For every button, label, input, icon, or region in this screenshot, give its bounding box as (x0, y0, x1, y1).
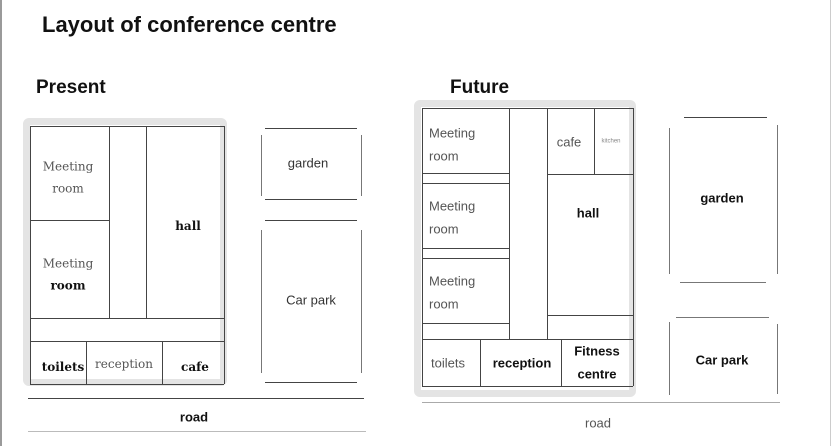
wall (146, 126, 147, 318)
wall (547, 315, 633, 316)
wall (422, 339, 633, 340)
wall (30, 126, 31, 384)
wall (422, 183, 509, 184)
present-car-park: Car park (286, 292, 336, 308)
label: Meeting (429, 198, 476, 214)
present-heading: Present (36, 77, 106, 98)
wall (86, 341, 87, 384)
car-park-boundary (265, 382, 357, 383)
road-edge (422, 402, 780, 403)
label: Fitness (574, 343, 620, 359)
future-meeting-room-3: Meeting room (429, 270, 475, 317)
wall (422, 248, 509, 249)
wall (422, 323, 509, 324)
label: room (52, 181, 84, 195)
wall (30, 126, 224, 127)
label: Meeting (42, 256, 94, 271)
wall (162, 341, 163, 384)
wall (422, 108, 633, 109)
garden-boundary (261, 135, 262, 196)
label: Meeting (429, 125, 476, 141)
label: room (429, 149, 459, 164)
car-park-boundary (261, 230, 262, 373)
future-road: road (584, 415, 612, 431)
wall (30, 220, 109, 221)
garden-boundary (777, 125, 778, 274)
wall (509, 108, 510, 339)
future-kitchen: kitchen (601, 138, 621, 145)
present-cafe: cafe (181, 360, 209, 375)
present-garden: garden (287, 155, 329, 171)
present-reception: reception (95, 357, 153, 372)
future-hall: hall (576, 205, 600, 221)
garden-boundary (265, 128, 357, 129)
garden-boundary (669, 128, 670, 274)
wall (594, 108, 595, 174)
present-building-outline (23, 118, 227, 386)
wall (30, 341, 224, 342)
road-edge (28, 398, 364, 399)
car-park-boundary (265, 220, 357, 221)
label: Meeting (42, 159, 94, 174)
diagram-title: Layout of conference centre (42, 12, 337, 37)
wall (547, 108, 548, 339)
label: Meeting (429, 273, 476, 289)
car-park-boundary (669, 322, 670, 395)
future-toilets: toilets (431, 355, 465, 371)
wall (109, 126, 110, 318)
label: room (50, 278, 86, 292)
future-car-park: Car park (695, 352, 749, 368)
future-heading: Future (450, 77, 510, 98)
future-meeting-room-2: Meeting room (429, 195, 475, 242)
wall (30, 384, 224, 385)
future-garden: garden (700, 190, 744, 206)
wall (561, 339, 562, 386)
wall (480, 339, 481, 386)
car-park-boundary (777, 324, 778, 394)
garden-boundary (680, 282, 766, 283)
wall (422, 386, 633, 387)
future-building-outline (414, 100, 636, 397)
present-meeting-room-1: Meeting room (43, 156, 94, 199)
garden-boundary (684, 117, 767, 118)
garden-boundary (265, 199, 357, 200)
road-edge (28, 431, 366, 432)
car-park-boundary (361, 230, 362, 373)
wall (30, 318, 224, 319)
wall (422, 258, 509, 259)
label: room (429, 297, 459, 312)
future-meeting-room-1: Meeting room (429, 122, 475, 169)
future-cafe: cafe (556, 134, 582, 150)
present-toilets: toilets (41, 360, 85, 375)
label: room (429, 222, 459, 237)
wall (224, 126, 225, 384)
wall (633, 108, 634, 386)
future-reception: reception (492, 355, 552, 371)
wall (547, 174, 633, 175)
present-road: road (179, 409, 209, 425)
wall (422, 108, 423, 386)
wall (422, 173, 509, 174)
present-hall: hall (175, 219, 201, 234)
label: centre (577, 367, 617, 382)
car-park-boundary (676, 317, 769, 318)
garden-boundary (361, 135, 362, 196)
future-fitness-centre: Fitness centre (574, 340, 620, 387)
present-meeting-room-2: Meeting room (43, 253, 94, 296)
